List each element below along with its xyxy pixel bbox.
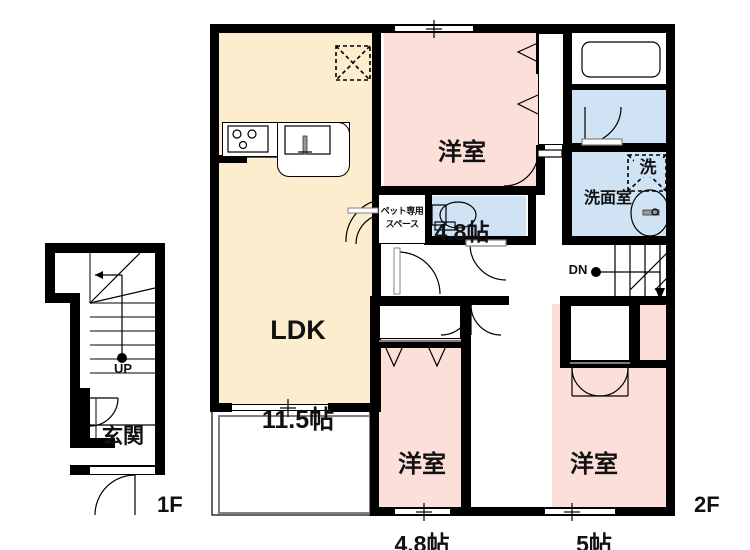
bedroom-north-closet (538, 33, 564, 145)
wall-washroom-top (562, 143, 675, 152)
stair-up-label: UP (113, 361, 133, 376)
entrance-door-leaf (90, 466, 155, 475)
pet-space-label-line1: ペット専用 (380, 206, 424, 216)
bedroom-se-closet (570, 305, 630, 361)
stair-1f-treads (89, 252, 156, 516)
wall-bedroom-se-closet-left (560, 296, 570, 368)
room-fill-bedroom-north (384, 32, 539, 187)
wall-2f-bottom (370, 507, 675, 516)
room-label-bedroom-southeast-main: 洋室 (570, 450, 618, 478)
pet-space-label-line2: スペース (385, 219, 419, 229)
wall-2f-right (666, 24, 675, 516)
room-label-bedroom-southwest: 洋室 4.8帖 (368, 398, 476, 550)
wall-1f-entry-bottom-left (70, 438, 115, 448)
room-label-bedroom-southeast: 洋室 5帖 (540, 398, 648, 550)
wall-toilet-top (372, 186, 536, 195)
wall-toilet-left (424, 186, 432, 244)
room-fill-balcony (218, 408, 370, 516)
floor-label-2f: 2F (694, 492, 720, 517)
bedroom-sw-closet (379, 305, 461, 339)
wall-bath-left (562, 24, 572, 242)
room-label-ldk: LDK 11.5帖 (248, 255, 348, 495)
wall-closet-sw-bottom (370, 340, 470, 348)
wall-bedroom-se-top-right (560, 296, 675, 305)
wall-closet-sw-top (370, 296, 470, 305)
wall-bath-bottom (562, 84, 675, 90)
room-label-bedroom-southeast-size: 5帖 (576, 531, 612, 550)
room-fill-toilet-top (428, 196, 526, 242)
kitchen-counter-island (277, 122, 350, 177)
wall-bedroom-north-right2 (536, 145, 545, 195)
floor-label-1f: 1F (157, 492, 183, 517)
wall-ldk-bottom-left (210, 403, 232, 412)
wall-bedroom-sw-left (370, 296, 379, 516)
wall-1f-right (155, 243, 165, 475)
pet-space-box (378, 194, 426, 244)
room-label-bedroom-southwest-main: 洋室 (398, 450, 446, 478)
wall-2f-left-lower (210, 403, 219, 516)
room-label-bedroom-north-size: 4.8帖 (434, 219, 490, 246)
wall-1f-left-mid (70, 293, 80, 398)
wall-bedroom-se-closet-right (630, 296, 640, 368)
room-label-bedroom-southwest-size: 4.8帖 (394, 531, 450, 550)
wall-1f-left-upper (45, 243, 55, 303)
room-label-washroom: 洗面室 (583, 190, 632, 207)
wall-1f-entry-inner-left (80, 398, 90, 448)
wall-toilet-right (528, 186, 536, 244)
wall-kitchen-recess (219, 155, 247, 163)
wall-1f-top (45, 243, 165, 253)
room-label-entrance: 玄関 (102, 425, 144, 448)
room-label-bedroom-north: 洋室 4.8帖 (408, 86, 516, 300)
wall-bedrooms-divider (461, 296, 471, 516)
wall-bedroom-se-top (461, 296, 509, 305)
wall-hallway-bottom-1 (372, 296, 382, 305)
wall-ldk-right-upper (372, 24, 381, 192)
room-label-bedroom-north-main: 洋室 (438, 138, 486, 166)
room-label-ldk-main: LDK (270, 315, 326, 346)
stair-down-label: DN (568, 262, 588, 277)
wall-ldk-bottom-right (328, 403, 381, 412)
room-label-ldk-size: 11.5帖 (261, 406, 335, 435)
wall-1f-left-notch (45, 293, 80, 303)
wall-1f-left-lower-notch (70, 388, 90, 398)
wall-2f-left (210, 24, 219, 412)
room-fill-ldk (218, 32, 376, 410)
washer-label: 洗 (634, 158, 662, 178)
wall-1f-entry-left (70, 388, 80, 448)
wall-washroom-bottom (562, 236, 675, 245)
floor-1f-group: UP 玄関 1F (0, 0, 200, 550)
